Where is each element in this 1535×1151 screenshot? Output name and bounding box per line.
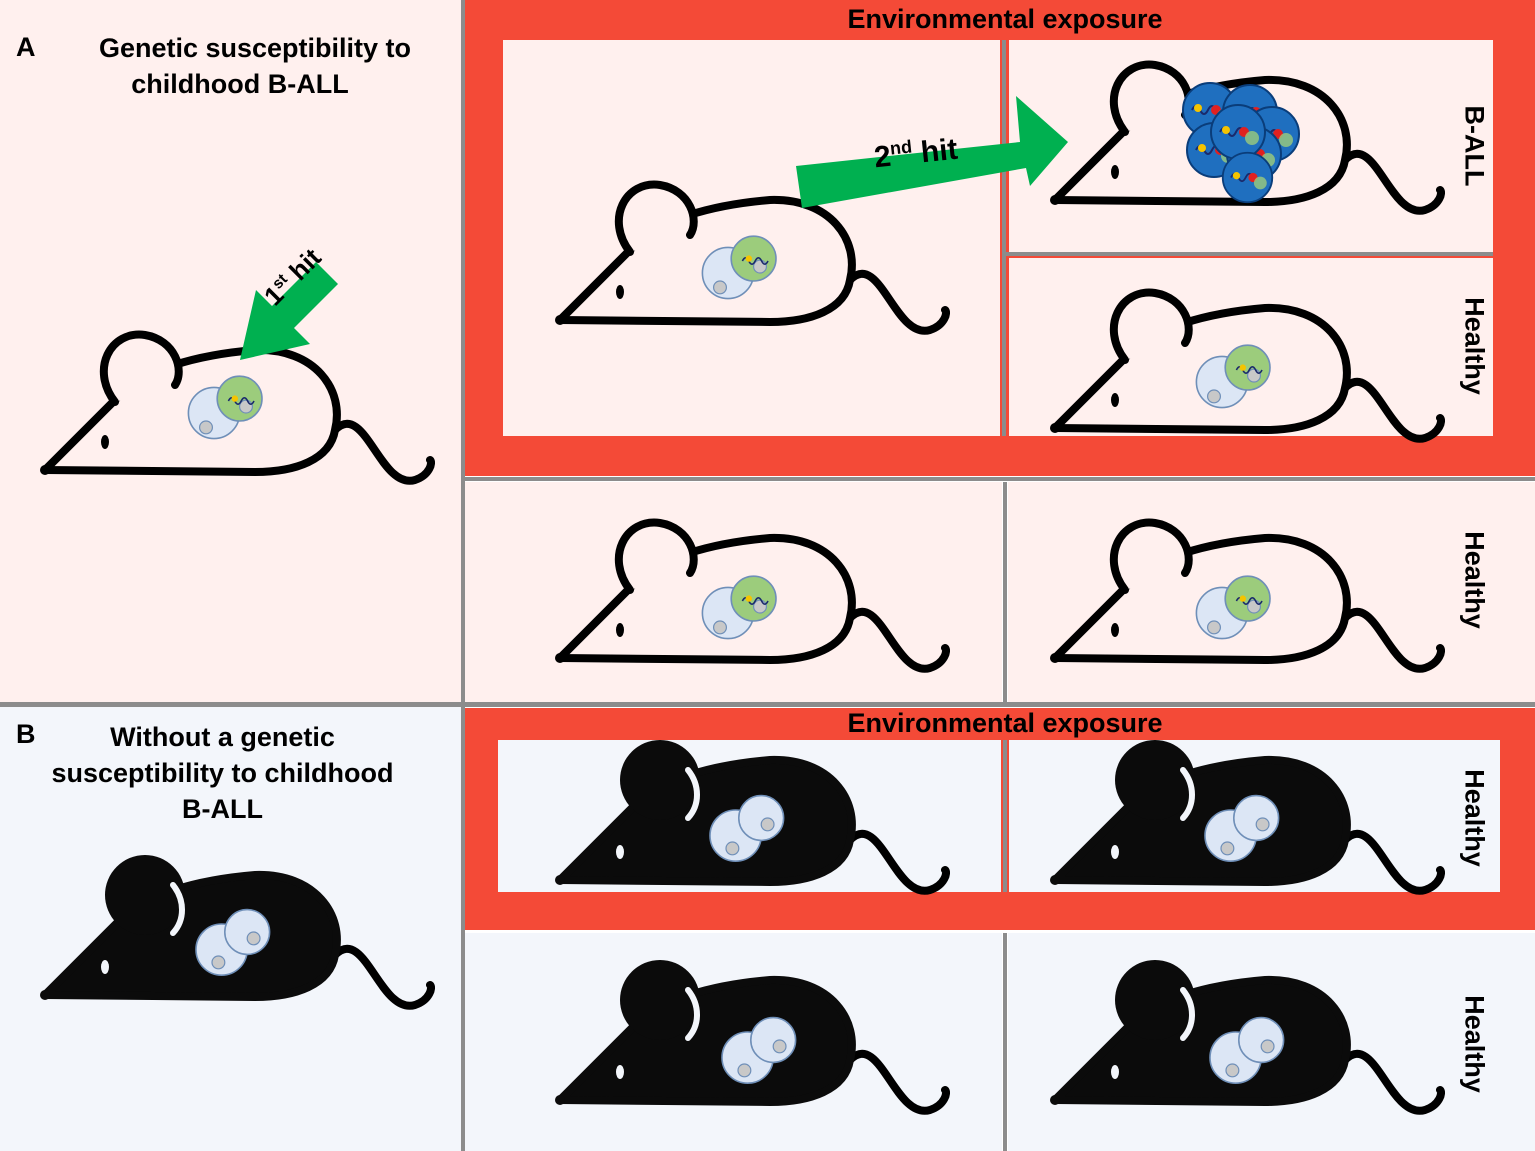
cell-icon — [186, 900, 286, 980]
divider — [1002, 40, 1006, 436]
cell-icon — [1188, 334, 1288, 414]
outcome-label-healthy: Healthy — [1459, 995, 1490, 1093]
outcome-label-leukemia: B-ALL — [1459, 105, 1490, 187]
outcome-label-healthy: Healthy — [1459, 297, 1490, 395]
cell-icon — [700, 786, 800, 866]
panel-letter-b: B — [16, 719, 36, 749]
panel-b-title-line2: susceptibility to childhood — [51, 758, 394, 788]
divider — [1006, 252, 1493, 256]
leukemic-cells-icon — [1180, 80, 1310, 200]
second-hit-sup: nd — [888, 136, 913, 159]
cell-icon — [180, 365, 280, 445]
panel-a-title-line2: childhood B-ALL — [131, 69, 349, 99]
cell-icon — [1195, 786, 1295, 866]
cell-icon — [694, 565, 794, 645]
divider — [0, 702, 1535, 707]
second-hit-word: hit — [910, 132, 960, 171]
environmental-exposure-label-b: Environmental exposure — [847, 708, 1163, 738]
panel-b-title: Without a genetic susceptibility to chil… — [20, 719, 425, 827]
divider — [465, 477, 1535, 481]
panel-a-title: Genetic susceptibility to childhood B-AL… — [60, 30, 450, 102]
cell-icon — [1188, 565, 1288, 645]
environmental-exposure-label-a: Environmental exposure — [847, 4, 1163, 34]
divider — [461, 0, 465, 1151]
green-arrow-icon — [796, 96, 1068, 208]
cell-icon — [1200, 1008, 1300, 1088]
divider — [1003, 482, 1007, 703]
divider — [1003, 740, 1007, 892]
outcome-label-healthy: Healthy — [1459, 769, 1490, 867]
cell-icon — [694, 225, 794, 305]
cell-icon — [712, 1008, 812, 1088]
panel-b-title-line1: Without a genetic — [110, 722, 335, 752]
panel-a-title-line1: Genetic susceptibility to — [98, 33, 412, 63]
panel-letter-a: A — [16, 32, 36, 62]
outcome-label-healthy: Healthy — [1459, 531, 1490, 629]
divider — [1003, 933, 1007, 1151]
green-arrow-icon — [240, 262, 338, 360]
panel-b-title-line3: B-ALL — [182, 794, 263, 824]
